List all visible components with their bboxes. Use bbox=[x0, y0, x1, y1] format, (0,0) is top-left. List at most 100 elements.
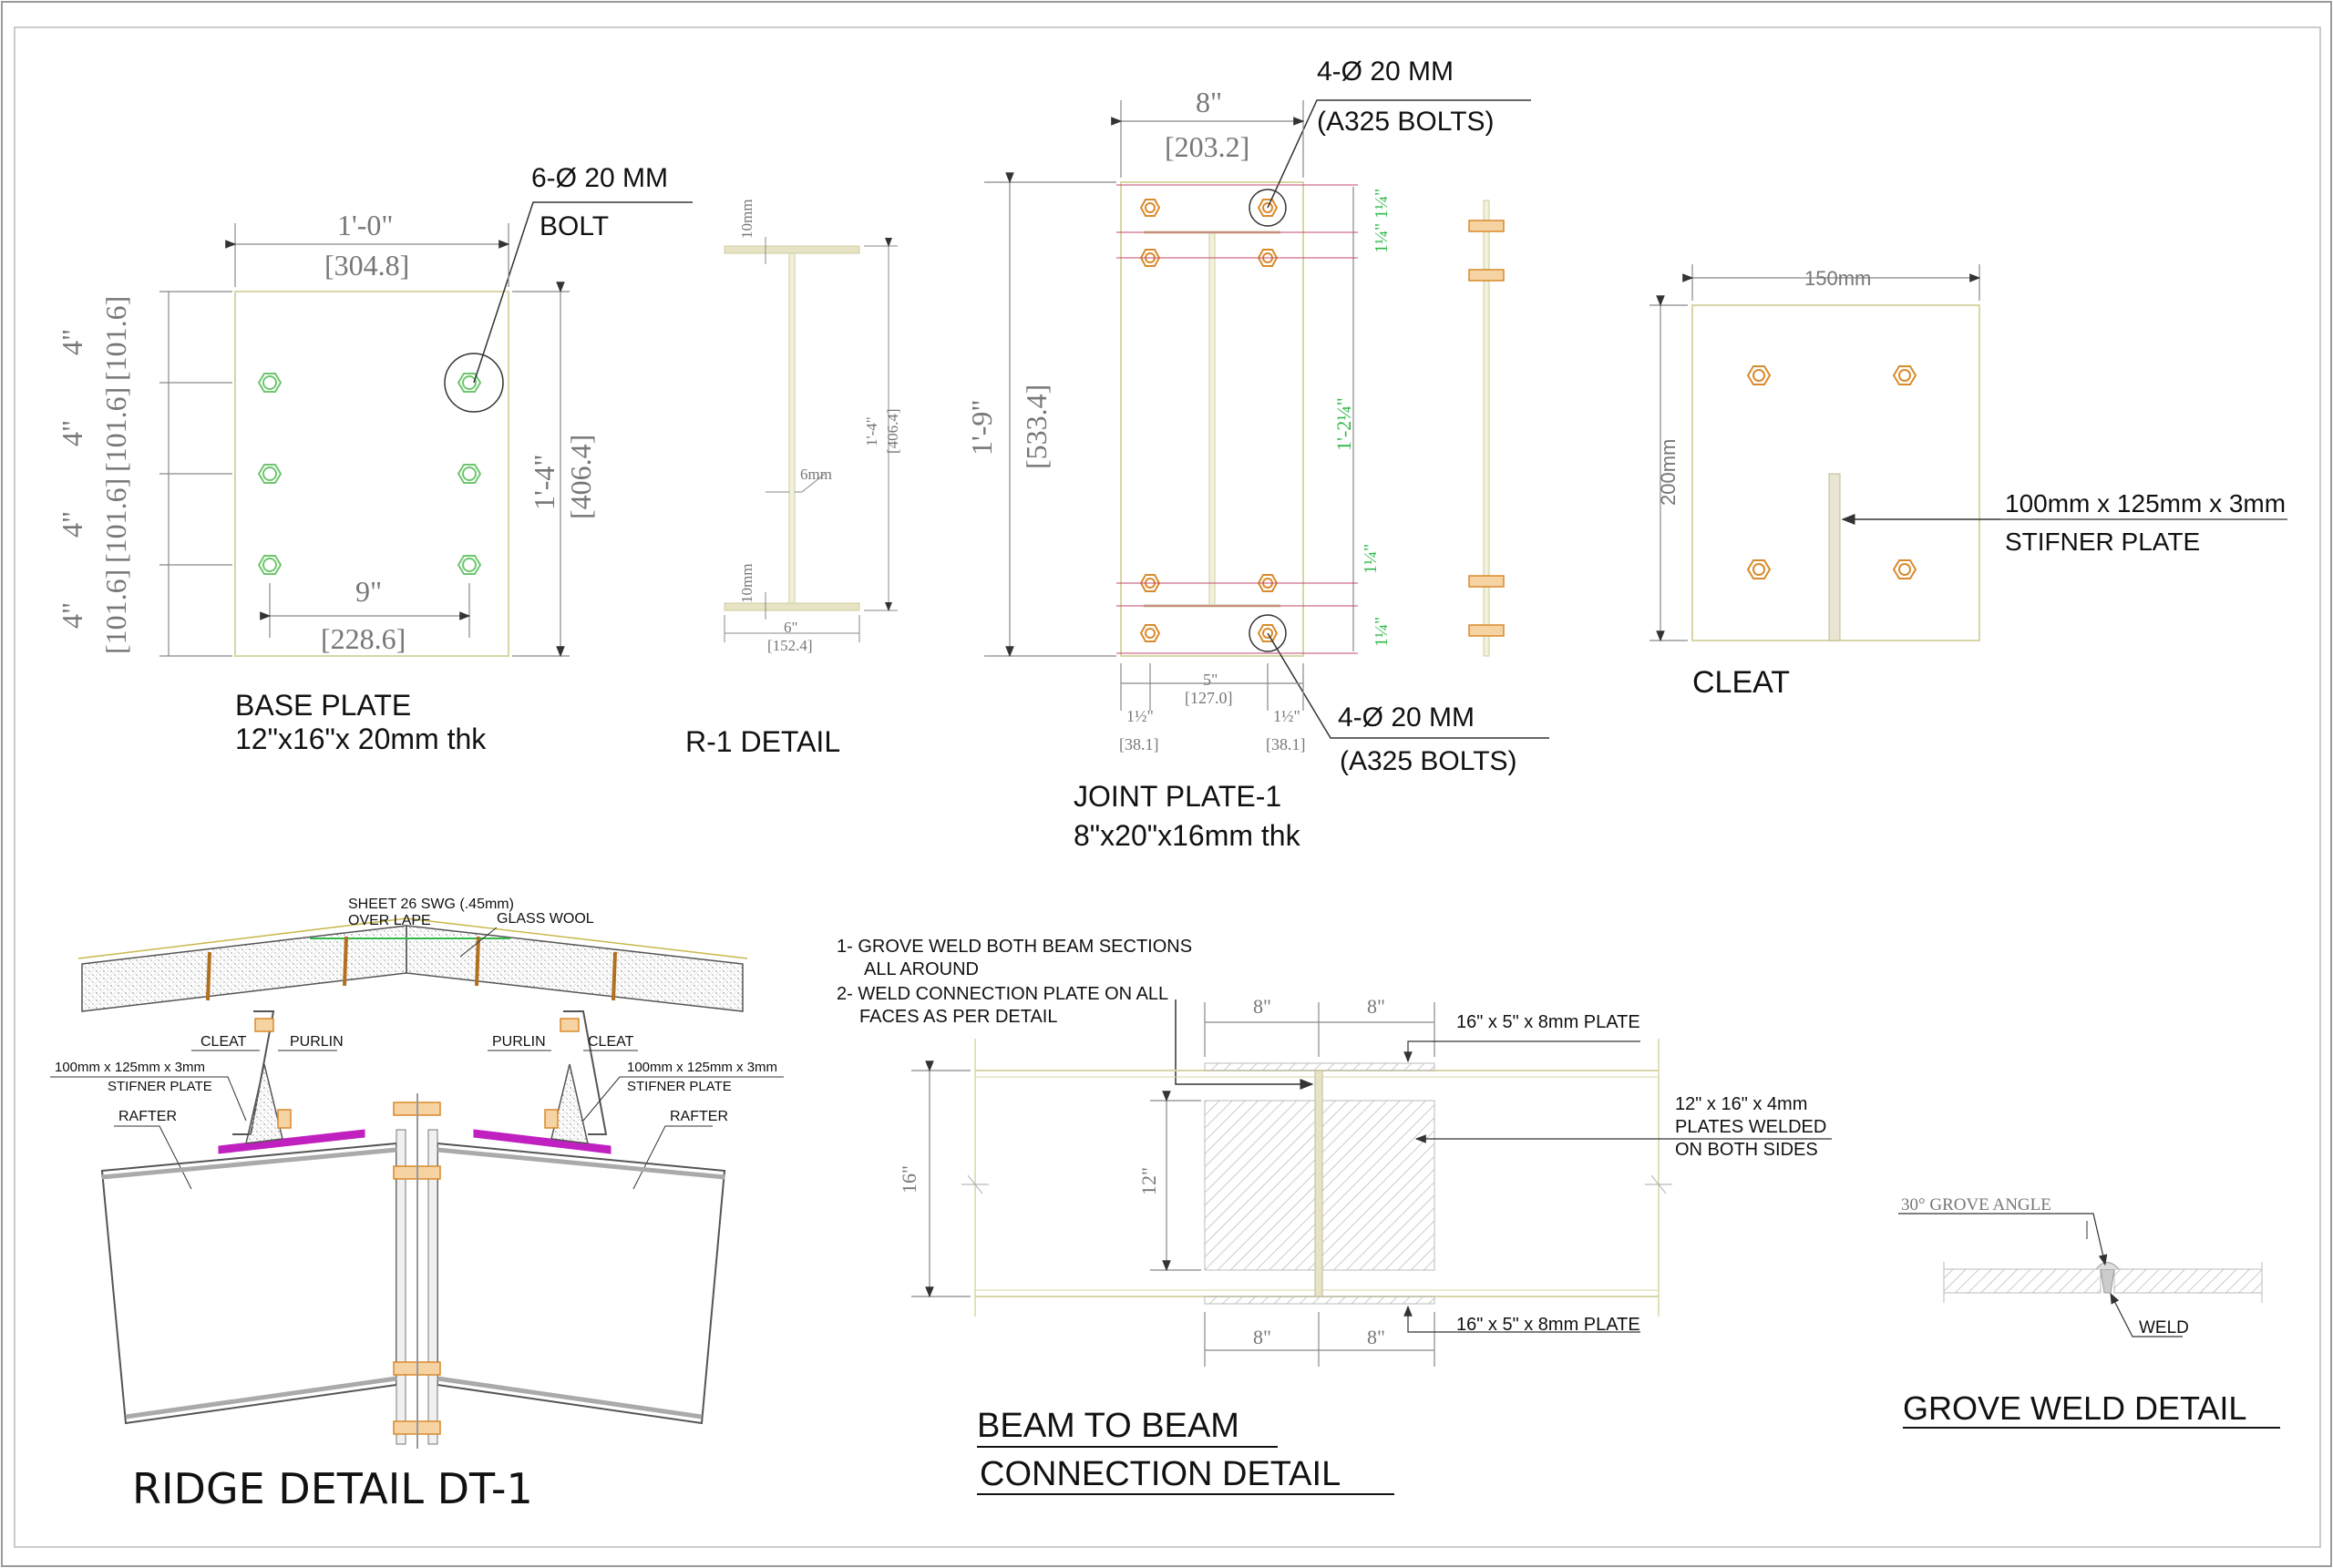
purlin-bolt bbox=[254, 1018, 274, 1032]
cleat-width-dim: 150mm bbox=[1804, 267, 1871, 290]
base-plate-subtitle: 12"x16"x 20mm thk bbox=[235, 723, 487, 755]
beam-title-1: BEAM TO BEAM bbox=[977, 1407, 1239, 1445]
base-plate-title: BASE PLATE bbox=[235, 689, 411, 722]
joint-bolt-callout-bottom bbox=[1249, 614, 1287, 652]
r1-web bbox=[788, 252, 796, 604]
rafter-left bbox=[100, 1142, 397, 1425]
r1-detail: 10mm 10mm 6mm 1'-4" [406.4] 6" [152.4] R… bbox=[685, 200, 901, 758]
row-dim-1: 4" bbox=[56, 329, 88, 355]
weld-plate-right bbox=[2113, 1268, 2263, 1294]
ridge-sheet-label-2: OVER LAPE bbox=[348, 913, 431, 928]
roof-sheet bbox=[77, 917, 748, 959]
stiffener-label-1: 100mm x 125mm x 3mm bbox=[2005, 489, 2286, 518]
joint-gauge: 5" bbox=[1203, 671, 1218, 689]
rafter-left-flange bbox=[101, 1147, 397, 1180]
r1-width-mm: [152.4] bbox=[767, 637, 813, 654]
beam-dim-8-bl: 8" bbox=[1253, 1326, 1271, 1348]
ridge-stiff-left-label-2: STIFNER PLATE bbox=[108, 1079, 212, 1094]
joint-edge-left: 1½" bbox=[1126, 707, 1154, 725]
joint-plate-title: JOINT PLATE-1 bbox=[1074, 780, 1281, 813]
joint-plate-detail: 4-Ø 20 MM (A325 BOLTS) 4-Ø 20 MM (A325 B… bbox=[965, 56, 1549, 852]
plate-top-leader bbox=[1403, 1040, 1640, 1063]
bolt-hex-icon bbox=[1892, 365, 1917, 385]
r1-width: 6" bbox=[784, 619, 797, 636]
bolt-leader-line bbox=[473, 201, 693, 384]
flange-plate-bottom bbox=[1204, 1296, 1435, 1305]
grove-weld-title: GROVE WELD DETAIL bbox=[1903, 1389, 2246, 1427]
ridge-cleat-right-label: CLEAT bbox=[588, 1034, 634, 1050]
base-plate-bolt-spacing: 9" bbox=[355, 575, 382, 608]
stiffener-label-2: STIFNER PLATE bbox=[2005, 528, 2200, 556]
joint-side-view bbox=[1483, 200, 1490, 657]
beam-note-1a: 1- GROVE WELD BOTH BEAM SECTIONS bbox=[837, 937, 1192, 957]
bolt-hex-icon bbox=[257, 464, 283, 484]
side-bolt bbox=[1468, 269, 1505, 282]
joint-leader-bottom bbox=[1267, 632, 1549, 739]
ridge-purlin-left-label: PURLIN bbox=[290, 1034, 344, 1050]
weld-leader bbox=[2110, 1292, 2183, 1337]
row-dim-3-mm: [101.6] bbox=[99, 478, 132, 563]
beam-dim-8-tr: 8" bbox=[1367, 995, 1385, 1018]
base-plate-width-dim: 1'-0" bbox=[337, 209, 393, 241]
joint-pitch-4: 1¼" bbox=[1372, 617, 1392, 647]
bolt-hex-icon bbox=[1257, 624, 1279, 642]
rafter-right-flange bbox=[437, 1147, 725, 1180]
row-dim-2-mm: [101.6] bbox=[99, 387, 132, 472]
r1-depth: 1'-4" bbox=[863, 416, 880, 446]
r1-top-flange bbox=[724, 245, 860, 254]
beam-note-leader bbox=[1175, 999, 1314, 1090]
joint-plate-subtitle: 8"x20"x16mm thk bbox=[1074, 819, 1301, 852]
beam-dim-8-br: 8" bbox=[1367, 1326, 1385, 1348]
web-plate-label-2: PLATES WELDED bbox=[1675, 1117, 1826, 1137]
joint-bolt-callout-top bbox=[1249, 189, 1287, 227]
bolt-callout-circle bbox=[444, 353, 504, 413]
bolt-hex-icon bbox=[457, 555, 482, 575]
beam-title-2: CONNECTION DETAIL bbox=[980, 1455, 1341, 1493]
rafter-right-flange-b bbox=[437, 1376, 703, 1419]
purlin-bolt bbox=[277, 1109, 292, 1129]
joint-edge-left-mm: [38.1] bbox=[1119, 735, 1159, 753]
plate-bottom-label: 16" x 5" x 8mm PLATE bbox=[1456, 1315, 1640, 1335]
purlin-fixing bbox=[206, 951, 211, 1001]
bolt-hex-icon bbox=[1139, 199, 1161, 217]
joint-edge-right-mm: [38.1] bbox=[1266, 735, 1306, 753]
bolt-hex-icon bbox=[457, 373, 482, 393]
beam-note-2a: 2- WELD CONNECTION PLATE ON ALL bbox=[837, 984, 1168, 1004]
base-plate-bolt-callout: 6-Ø 20 MM bbox=[531, 163, 668, 193]
bolt-hex-icon bbox=[257, 373, 283, 393]
rafter-left-flange-b bbox=[125, 1376, 397, 1419]
plate-bottom-leader bbox=[1403, 1305, 1640, 1333]
roof-panel-right bbox=[406, 925, 744, 1012]
joint-plate-outline bbox=[1120, 181, 1304, 657]
joint-pitch-2: 1¼" bbox=[1372, 223, 1392, 253]
end-plate-right bbox=[427, 1129, 438, 1445]
weld-bead-icon bbox=[2095, 1262, 2120, 1270]
r1-depth-mm: [406.4] bbox=[884, 408, 901, 454]
base-plate-width-dim-mm: [304.8] bbox=[324, 249, 409, 282]
joint-bolt-top-callout-2: (A325 BOLTS) bbox=[1317, 107, 1495, 137]
side-bolt bbox=[1468, 624, 1505, 637]
groove-weld-web bbox=[1314, 1070, 1323, 1297]
bolt-hex-icon bbox=[257, 555, 283, 575]
ridge-glass-wool-label: GLASS WOOL bbox=[497, 911, 594, 927]
web-plate-label-1: 12" x 16" x 4mm bbox=[1675, 1094, 1807, 1114]
cleat-height-dim: 200mm bbox=[1657, 439, 1680, 506]
side-bolt bbox=[1468, 220, 1505, 232]
stiffener-left bbox=[245, 1063, 283, 1144]
break-left bbox=[961, 1174, 989, 1194]
joint-height-dim: 1'-9" bbox=[965, 400, 998, 456]
row-dim-4: 4" bbox=[56, 602, 88, 629]
break-right bbox=[1645, 1174, 1672, 1194]
joint-bolt-top-callout: 4-Ø 20 MM bbox=[1317, 56, 1454, 87]
end-plate-left bbox=[396, 1129, 406, 1445]
cleat-title: CLEAT bbox=[1692, 665, 1790, 700]
purlin-bolt bbox=[560, 1018, 580, 1032]
base-plate-bolts bbox=[257, 373, 482, 575]
beam-dim-12: 12" bbox=[1137, 1167, 1160, 1195]
beam-note-2b: FACES AS PER DETAIL bbox=[859, 1007, 1057, 1027]
joint-leader-top bbox=[1267, 99, 1531, 209]
rafter-right bbox=[437, 1142, 726, 1425]
joint-width-dim: 8" bbox=[1196, 86, 1222, 118]
